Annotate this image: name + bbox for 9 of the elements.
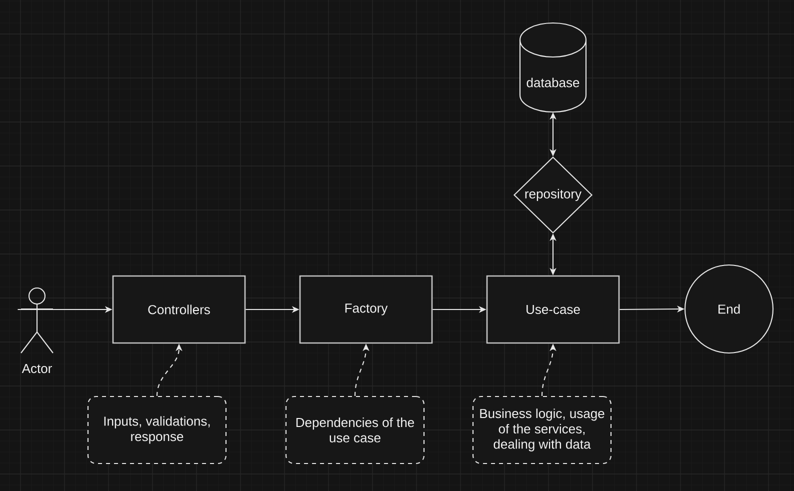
note-box: Inputs, validations, response: [87, 396, 227, 464]
process-box: Factory: [299, 275, 433, 344]
process-box: Use-case: [486, 275, 620, 344]
note-box: Dependencies of the use case: [285, 396, 425, 464]
process-box: Controllers: [112, 275, 246, 344]
actor-figure: Actor: [20, 287, 54, 374]
note-box: Business logic, usage of the services, dealing with data: [472, 396, 612, 464]
node-label: Actor: [22, 364, 52, 374]
database-cylinder: database: [519, 22, 587, 113]
